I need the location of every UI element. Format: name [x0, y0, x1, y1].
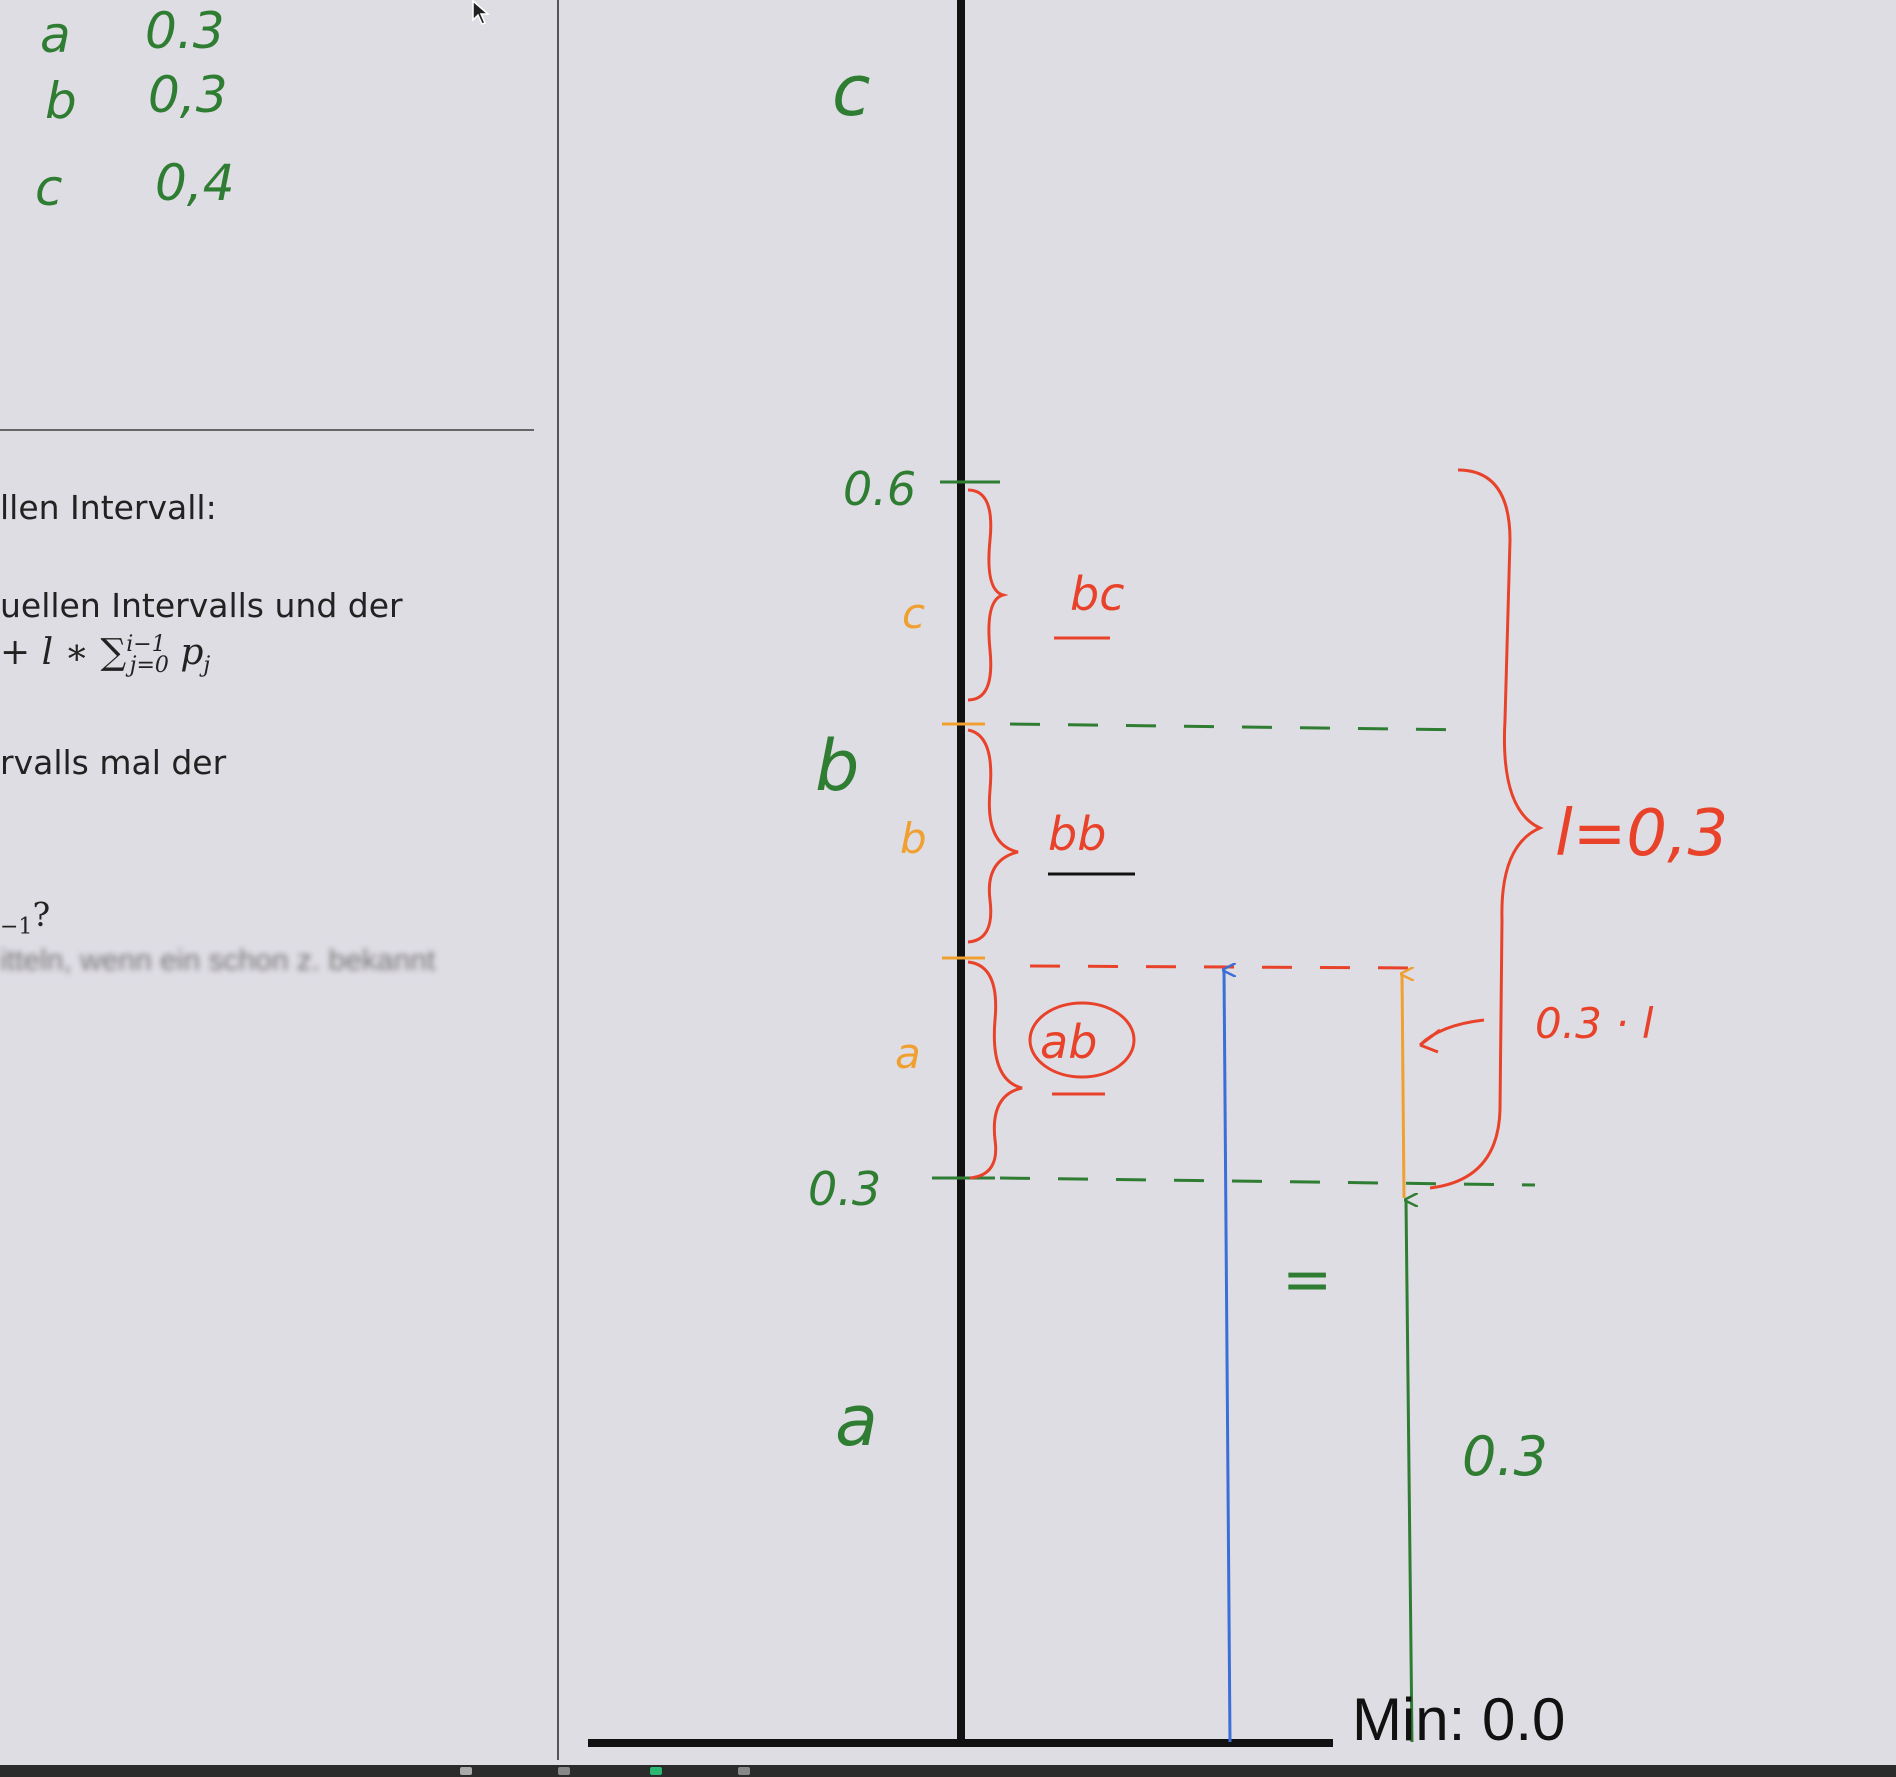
brace-a	[967, 960, 1023, 1180]
width-expression: 0.3 · l	[1535, 999, 1654, 1048]
orange-arrow	[1402, 974, 1404, 1199]
slide-text-line-3: rvalls mal der	[0, 743, 227, 782]
slide-text-line-1: llen Intervall:	[0, 488, 217, 527]
formula-tail: p	[168, 632, 204, 673]
interval-length-label: l=0,3	[1555, 797, 1728, 871]
big-brace	[1429, 468, 1544, 1190]
word-bc: bc	[1070, 567, 1125, 621]
tick-label-bottom: 0.3	[808, 1162, 881, 1216]
formula-sup: i−1	[126, 632, 166, 657]
outer-label-c: c	[832, 50, 871, 132]
prob-symbol-b: b	[45, 72, 77, 130]
taskbar-icon-2[interactable]	[558, 1767, 570, 1775]
formula-lead: + l ∗ ∑	[0, 632, 127, 673]
prob-symbol-a: a	[40, 6, 71, 64]
blurred-text: itteln, wenn ein schon z. bekannt	[0, 944, 436, 977]
green-arrow	[1406, 1200, 1412, 1743]
dash-top-a	[1029, 964, 1421, 970]
equals-sign: =	[1282, 1245, 1332, 1315]
sub-label-c: c	[902, 589, 925, 638]
prob-value-c: 0,4	[155, 154, 235, 212]
circle-ab	[1028, 1001, 1136, 1079]
formula-sub: j=0	[129, 653, 169, 679]
sub-label-a: a	[895, 1029, 921, 1078]
outer-label-b: b	[815, 725, 859, 807]
taskbar	[0, 1765, 1896, 1777]
tick-label-top: 0.6	[843, 462, 916, 516]
line4-question: ?	[32, 895, 51, 934]
prob-symbol-c: c	[35, 159, 63, 217]
line4-sub: −1	[0, 914, 33, 940]
taskbar-icon-1[interactable]	[460, 1767, 472, 1775]
taskbar-icon-4[interactable]	[738, 1767, 750, 1775]
word-ab: ab	[1040, 1015, 1097, 1069]
brace-b	[967, 728, 1019, 944]
sub-label-b: b	[900, 814, 927, 863]
slide-text-line-4: −1?	[0, 895, 50, 940]
prob-value-b: 0,3	[148, 66, 228, 124]
outer-label-a: a	[835, 1380, 878, 1462]
slide-text-line-2: uellen Intervalls und der	[0, 586, 403, 625]
mouse-pointer-icon	[472, 0, 490, 25]
brace-c	[967, 488, 1009, 702]
interval-formula: + l ∗ ∑i−1j=0 pj	[0, 632, 210, 678]
dash-top-b	[1009, 722, 1471, 732]
min-label: Min: 0.0	[1352, 1686, 1566, 1753]
pointer-arrow	[1418, 1018, 1485, 1054]
taskbar-icon-3[interactable]	[650, 1767, 662, 1775]
offset-value: 0.3	[1462, 1425, 1548, 1488]
formula-tail-sub: j	[203, 653, 211, 679]
blue-arrow	[1224, 970, 1230, 1743]
word-bb: bb	[1048, 807, 1106, 861]
prob-value-a: 0.3	[145, 2, 225, 60]
